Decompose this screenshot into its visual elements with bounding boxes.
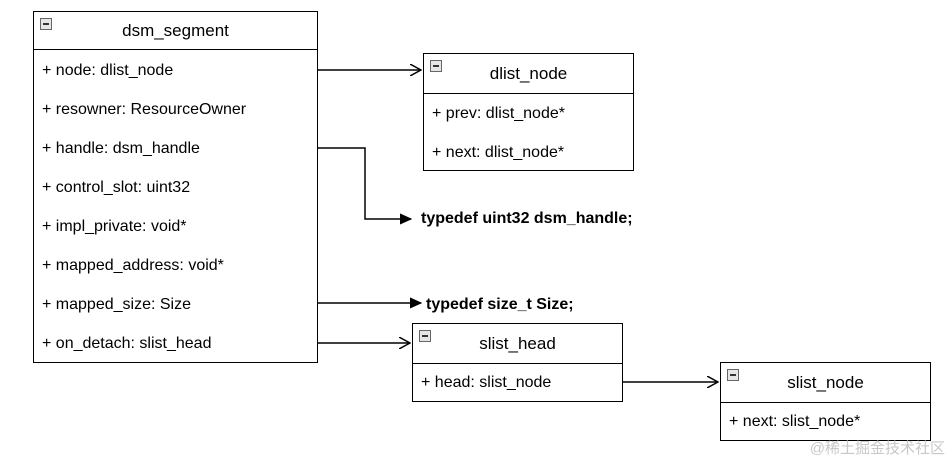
collapse-icon[interactable] (40, 18, 52, 30)
collapse-icon[interactable] (419, 330, 431, 342)
field-on-detach: + on_detach: slist_head (42, 335, 212, 352)
collapse-icon[interactable] (430, 60, 442, 72)
class-header: slist_head (413, 324, 622, 364)
class-title: dsm_segment (122, 21, 229, 40)
watermark: @稀土掘金技术社区 (809, 440, 945, 457)
class-title: slist_node (787, 373, 864, 392)
collapse-icon[interactable] (727, 369, 739, 381)
arrow-handle-to-typedef (318, 147, 411, 219)
field-control-slot: + control_slot: uint32 (42, 179, 191, 196)
class-header: dlist_node (424, 54, 633, 94)
field-next: + next: dlist_node* (432, 144, 565, 161)
class-slist-head: slist_head + head: slist_node (412, 323, 623, 402)
field-impl-private: + impl_private: void* (42, 218, 187, 235)
class-slist-node: slist_node + next: slist_node* (720, 362, 931, 441)
field-head: + head: slist_node (421, 374, 552, 391)
class-title: slist_head (479, 334, 556, 353)
class-title: dlist_node (489, 64, 568, 83)
field-resowner: + resowner: ResourceOwner (42, 101, 247, 118)
typedef-dsm-handle: typedef uint32 dsm_handle; (421, 210, 633, 227)
typedef-size: typedef size_t Size; (426, 296, 574, 313)
field-node: + node: dlist_node (42, 62, 174, 79)
field-next: + next: slist_node* (729, 413, 861, 430)
field-mapped-size: + mapped_size: Size (42, 296, 191, 313)
field-mapped-address: + mapped_address: void* (42, 257, 224, 274)
class-dlist-node: dlist_node + prev: dlist_node* + next: d… (423, 53, 634, 171)
field-prev: + prev: dlist_node* (432, 105, 565, 122)
class-dsm-segment: dsm_segment + node: dlist_node + resowne… (33, 11, 318, 363)
class-header: dsm_segment (34, 12, 317, 50)
field-handle: + handle: dsm_handle (42, 140, 200, 157)
class-header: slist_node (721, 363, 930, 403)
